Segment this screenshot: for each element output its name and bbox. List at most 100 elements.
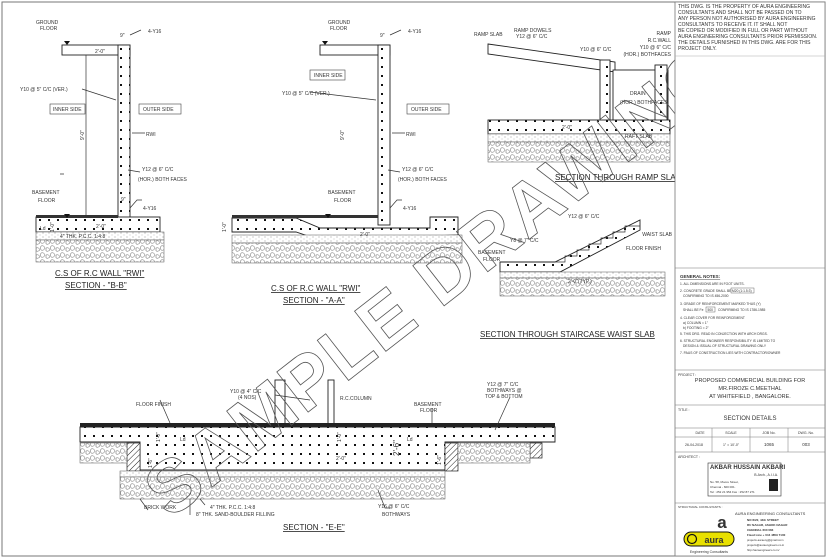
disclaimer-line: THE DETAILS FURNISHED IN THIS DWG. ARE F… — [678, 40, 811, 52]
project-line: PROPOSED COMMERCIAL BUILDING FOR — [695, 378, 805, 384]
label-vertical-bar-aa: Y10 @ 5" C/C (VER.) — [282, 91, 330, 97]
consultant-line: Fixed Line + 044 4859 7100 — [747, 533, 786, 537]
label-ee-y12-3: TOP & BOTTOM — [485, 394, 523, 400]
project-line: AT WHITEFIELD , BANGALORE. — [709, 394, 791, 400]
note-item: SHALL BE Fe — [683, 308, 704, 312]
consultant-line: http://auraengineers.co.in/ — [747, 548, 780, 552]
ramp-section: RAMP SLAB RAMP DOWELS Y12 @ 6" C/C Y10 @… — [474, 28, 681, 182]
section-bb-title: C.S OF R.C WALL "RWI" — [55, 269, 145, 278]
note-item: 4. CLEAR COVER FOR REINFORCEMENT — [680, 316, 745, 320]
dim-ee-2ft: 2'-0" — [336, 456, 346, 462]
label-ground-floor-aa: GROUND — [328, 20, 351, 26]
label-bottom-bar-aa: 4-Y16 — [403, 206, 417, 212]
aura-logo-tagline: Engineering Consultants — [690, 550, 728, 554]
label-basement-2: FLOOR — [38, 198, 56, 204]
inner-side-tag-aa — [309, 69, 346, 81]
architect-address: No. 58, Moore Street, — [710, 480, 739, 484]
title-label: TITLE : — [678, 408, 690, 412]
inner-side-tag — [49, 103, 86, 115]
section-ee-title: SECTION - "E-E" — [283, 523, 345, 532]
consultant-line: projects@auraengineers.co.in — [747, 543, 785, 547]
label-rwi: RWI — [146, 132, 156, 138]
brick-work-right — [444, 442, 459, 472]
label-stair-basement: BASEMENT — [478, 250, 506, 256]
section-bb: GROUND FLOOR 4-Y16 9" 2'-0" Y10 @ 5" C/C… — [20, 20, 188, 290]
consultant-line: RU NAGAR, ASHOK NAGAR — [747, 523, 788, 527]
label-bottom-bar: 4-Y16 — [143, 206, 157, 212]
label-stair-y8: Y8 @ 7" C/C — [510, 238, 539, 244]
table-value-scale: 1" = 10'-0" — [723, 443, 740, 447]
label-outer-side-aa: OUTER SIDE — [411, 107, 442, 113]
outer-side-tag-aa — [406, 103, 450, 115]
architect-stamp — [707, 462, 782, 497]
architect-logo-icon — [769, 479, 778, 491]
aura-logo-icon — [686, 533, 698, 545]
consultant-line: projects.auraeng@gmail.com — [747, 538, 784, 542]
floor-finish — [36, 215, 118, 218]
label-ee-y10: Y10 @ 4" C/C — [230, 389, 262, 395]
stepped-raft — [231, 216, 459, 241]
dim-ee-1ft-a: 1'-0" — [156, 432, 162, 442]
label-ee-floor-finish: FLOOR FINISH — [136, 402, 171, 408]
note-item: a) COLUMN = 1" — [683, 321, 709, 325]
note-item: 5. THIS DRG. READ IN CONJECTION WITH ARC… — [680, 332, 768, 336]
note-item: 6. STRUCTURAL ENGINEER RESPONSIBILITY IS… — [680, 339, 776, 343]
dim-ee-1ft6-a: 1'-6" — [148, 458, 154, 468]
note-item: 7. PAUS OF CONSTRUCTION LIES WITH CONTRA… — [680, 351, 781, 355]
architect-label: ARCHITECT : — [678, 455, 700, 459]
table-header-date: DATE — [695, 431, 705, 435]
label-y10: Y10 @ 6" C/C — [580, 47, 612, 53]
label-ramp-wall-2: R.C.WALL — [648, 38, 672, 44]
label-stair-basement-2: FLOOR — [483, 257, 501, 263]
table-value-job: 1065 — [764, 442, 775, 447]
steel-grade: 500 — [708, 308, 714, 312]
dim-1ft-aa: 1'-0" — [222, 222, 228, 232]
concrete-grade: M20 (1:1.5:3) — [732, 289, 752, 293]
label-hor-bar-2: (HOR.) BOTH FACES — [138, 177, 188, 183]
label-top-bar: 4-Y16 — [148, 29, 162, 35]
label-ramp-wall-3: Y10 @ 6" C/C — [640, 45, 672, 51]
table-value-dwg: 003 — [802, 442, 810, 447]
section-aa: GROUND FLOOR 4-Y16 9" INNER SIDE Y10 @ 5… — [222, 20, 463, 305]
label-top-bar-aa: 4-Y16 — [408, 29, 422, 35]
label-rc-column: R.C.COLUMN — [340, 396, 372, 402]
staircase-section: Y12 @ 6" C/C WAIST SLAB Y8 @ 7" C/C FLOO… — [478, 214, 673, 339]
note-item: 1. ALL DIMENSIONS ARE IN FOOT UNITS. — [680, 282, 745, 286]
dim-height: 9'-0" — [80, 130, 86, 140]
label-ground-floor-aa-2: FLOOR — [330, 26, 348, 32]
table-header-job: JOB No. — [762, 431, 775, 435]
label-ee-y12-2: BOTHWAYS @ — [487, 388, 522, 394]
label-ramp-wall: RAMP — [657, 31, 672, 37]
architect-city: Chennai - 600 001. — [710, 485, 736, 489]
section-ee: Y10 @ 4" C/C (4 NOS) R.C.COLUMN FLOOR FI… — [79, 379, 556, 532]
general-notes-heading: GENERAL NOTES: — [680, 274, 721, 279]
rc-wall-rwi-aa — [377, 44, 391, 226]
label-hor-bar-aa: Y12 @ 6" C/C — [402, 167, 434, 173]
label-ground-floor: GROUND — [36, 20, 59, 26]
label-basement-aa-2: FLOOR — [334, 198, 352, 204]
drawing-title: SECTION DETAILS — [724, 416, 777, 422]
table-header-scale: SCALE — [725, 431, 737, 435]
label-ee-y10-2: (4 NOS) — [238, 395, 257, 401]
label-ramp-dowels-2: Y12 @ 6" C/C — [516, 34, 548, 40]
dim-1ft: 1'-0" — [50, 222, 56, 232]
consultant-label: STRUCTURAL CONSULTANTS : — [678, 505, 723, 509]
label-ee-basement: BASEMENT — [414, 402, 442, 408]
aura-logo-word: aura — [704, 535, 724, 545]
label-raft-slab: RAFT SLAB — [625, 134, 653, 140]
aura-logo-badge — [683, 531, 735, 547]
aura-logo-letter: a — [717, 513, 727, 532]
dim-stair: 2'-0"(TYP.) — [568, 279, 592, 285]
note-item: DESIGN & ISSUAL OF STRUCTURAL DRAWING ON… — [683, 344, 767, 348]
note-item: b) FOOTING = 2" — [683, 326, 709, 330]
dim-9in-b: 9" — [121, 197, 126, 203]
stair-title: SECTION THROUGH STAIRCASE WAIST SLAB — [480, 330, 655, 339]
boulder-filling — [35, 239, 165, 263]
label-inner-side: INNER SIDE — [53, 107, 82, 113]
dim-ee-1ft6-b: 1'-6" — [437, 455, 443, 465]
label-ee-y16-2: BOTHWAYS — [382, 512, 411, 518]
architect-quals: B.Arch., A.I.I.A. — [754, 473, 778, 477]
label-rwi-aa: RWI — [406, 132, 416, 138]
label-ee-basement-2: FLOOR — [420, 408, 438, 414]
